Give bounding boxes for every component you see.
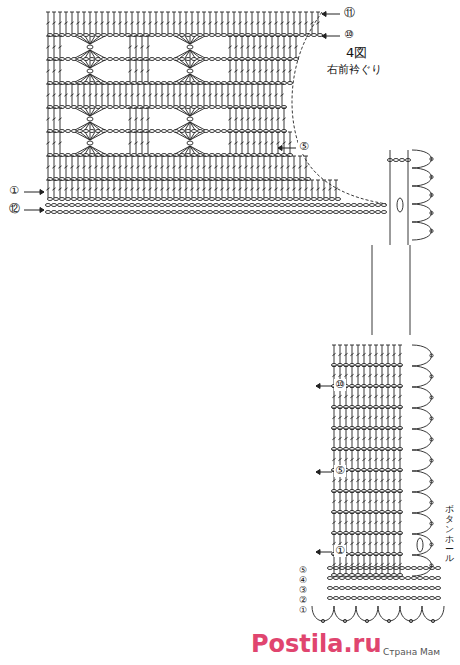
row-number: ⑤	[334, 465, 346, 477]
row-number: ⑤	[298, 141, 310, 153]
title-number: 4図	[345, 46, 368, 60]
watermark-logo: Postila.ru	[250, 631, 383, 657]
row-number: ①	[8, 185, 20, 197]
row-number: ②	[298, 596, 308, 606]
row-arrows	[24, 12, 340, 555]
row-number: ⑩	[343, 29, 355, 41]
row-number: ①	[298, 606, 308, 616]
row-number: ④	[298, 576, 308, 586]
title-text: 右前衿ぐり	[326, 64, 383, 76]
watermark: Страна Мам	[382, 648, 441, 658]
stitch-symbols	[45, 12, 444, 623]
row-number: ⑪	[343, 7, 356, 19]
row-number: ⑤	[298, 566, 308, 576]
buttonhole-note: ボタンホール	[444, 505, 455, 564]
row-number: ①	[334, 545, 346, 557]
row-number: ⑫	[8, 203, 21, 215]
row-number: ⑩	[334, 379, 346, 391]
row-number: ③	[298, 586, 308, 596]
